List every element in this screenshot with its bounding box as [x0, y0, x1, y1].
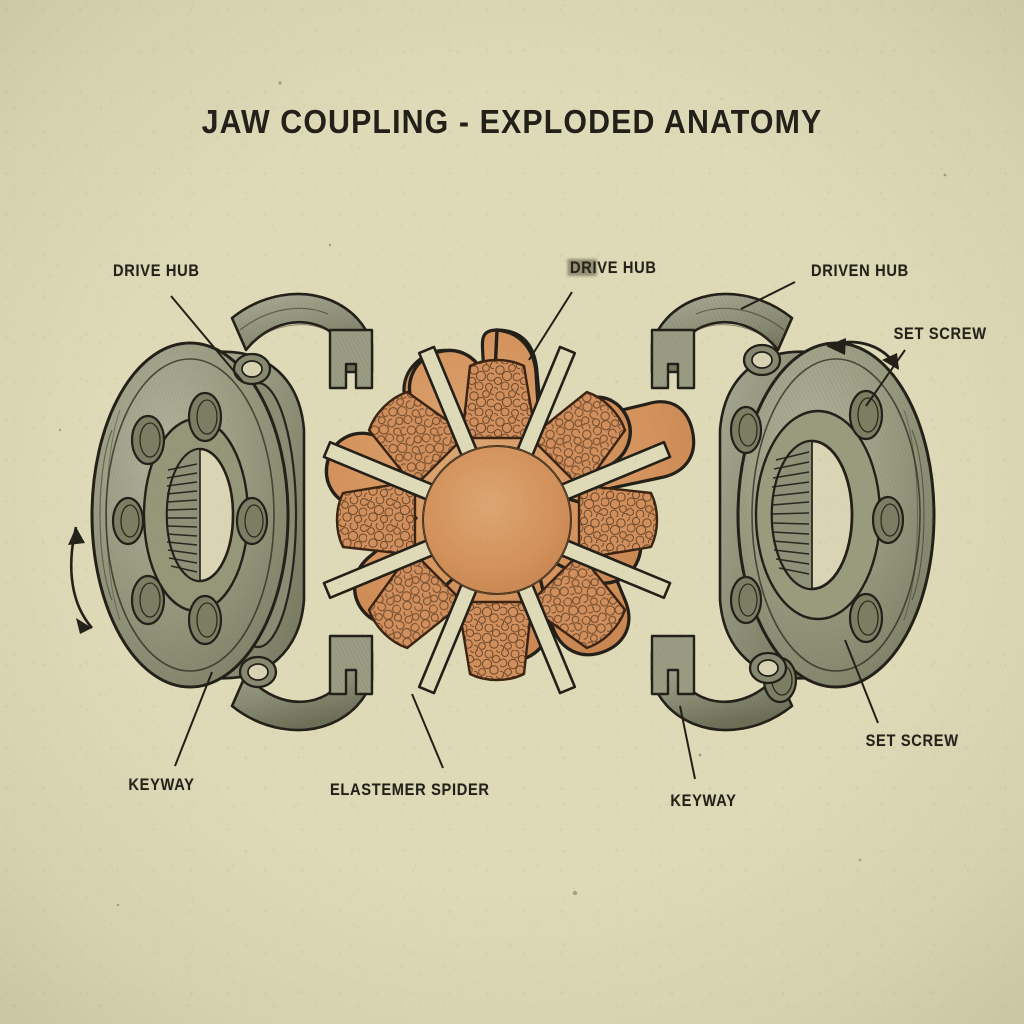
label-keyway-left: KEYWAY [128, 775, 195, 794]
leader-lines [170, 281, 906, 780]
leader-drive-hub-center [528, 291, 573, 361]
driven-hub-keyway-splines [771, 440, 813, 590]
leader-keyway-left [174, 671, 213, 767]
spider-foam-cells [335, 358, 659, 682]
label-driven-hub-right: DRIVEN HUB [810, 261, 909, 280]
driven-hub-jaw-lower [650, 634, 794, 732]
leader-driven-hub [740, 281, 796, 310]
leader-drive-hub-left [170, 295, 244, 383]
driven-hub-assembly[interactable] [650, 292, 936, 732]
drive-hub-set-screw-boss-lower [238, 655, 278, 689]
drive-hub-assembly[interactable] [68, 292, 374, 732]
leader-set-screw-lower [844, 639, 879, 724]
drive-hub-keyway-splines [166, 448, 201, 582]
driven-hub-jaw-upper [650, 292, 794, 390]
drive-hub-jaw-lower [230, 634, 374, 732]
label-keyway-right: KEYWAY [670, 791, 737, 810]
leader-elastomer [411, 693, 444, 769]
label-drive-hub-left: DRIVE HUB [113, 261, 200, 280]
label-set-screw-lower-right: SET SCREW [865, 731, 959, 750]
leader-keyway-right [679, 705, 696, 780]
label-drive-hub-center: DRIVE HUB [570, 258, 657, 277]
drive-hub-flange [90, 341, 290, 689]
rotation-arrow-left [68, 526, 93, 634]
elastomer-spider[interactable] [322, 328, 696, 695]
drive-hub-set-screw-boss-upper [232, 352, 272, 386]
driven-hub-set-screw-boss-lower [748, 651, 788, 685]
spider-lobes [322, 328, 672, 695]
drive-hub-bolt-holes [111, 391, 269, 646]
leader-set-screw-upper [865, 349, 906, 407]
paper-flecks [58, 81, 947, 907]
label-elastomer-spider: ELASTEMER SPIDER [329, 780, 490, 799]
driven-hub-set-screw-boss-upper [742, 343, 782, 377]
label-set-screw-upper-right: SET SCREW [893, 324, 987, 343]
drive-hub-jaw-upper [230, 292, 374, 390]
driven-hub-flange [729, 341, 936, 704]
page-title: JAW COUPLING - EXPLODED ANATOMY [201, 103, 823, 140]
